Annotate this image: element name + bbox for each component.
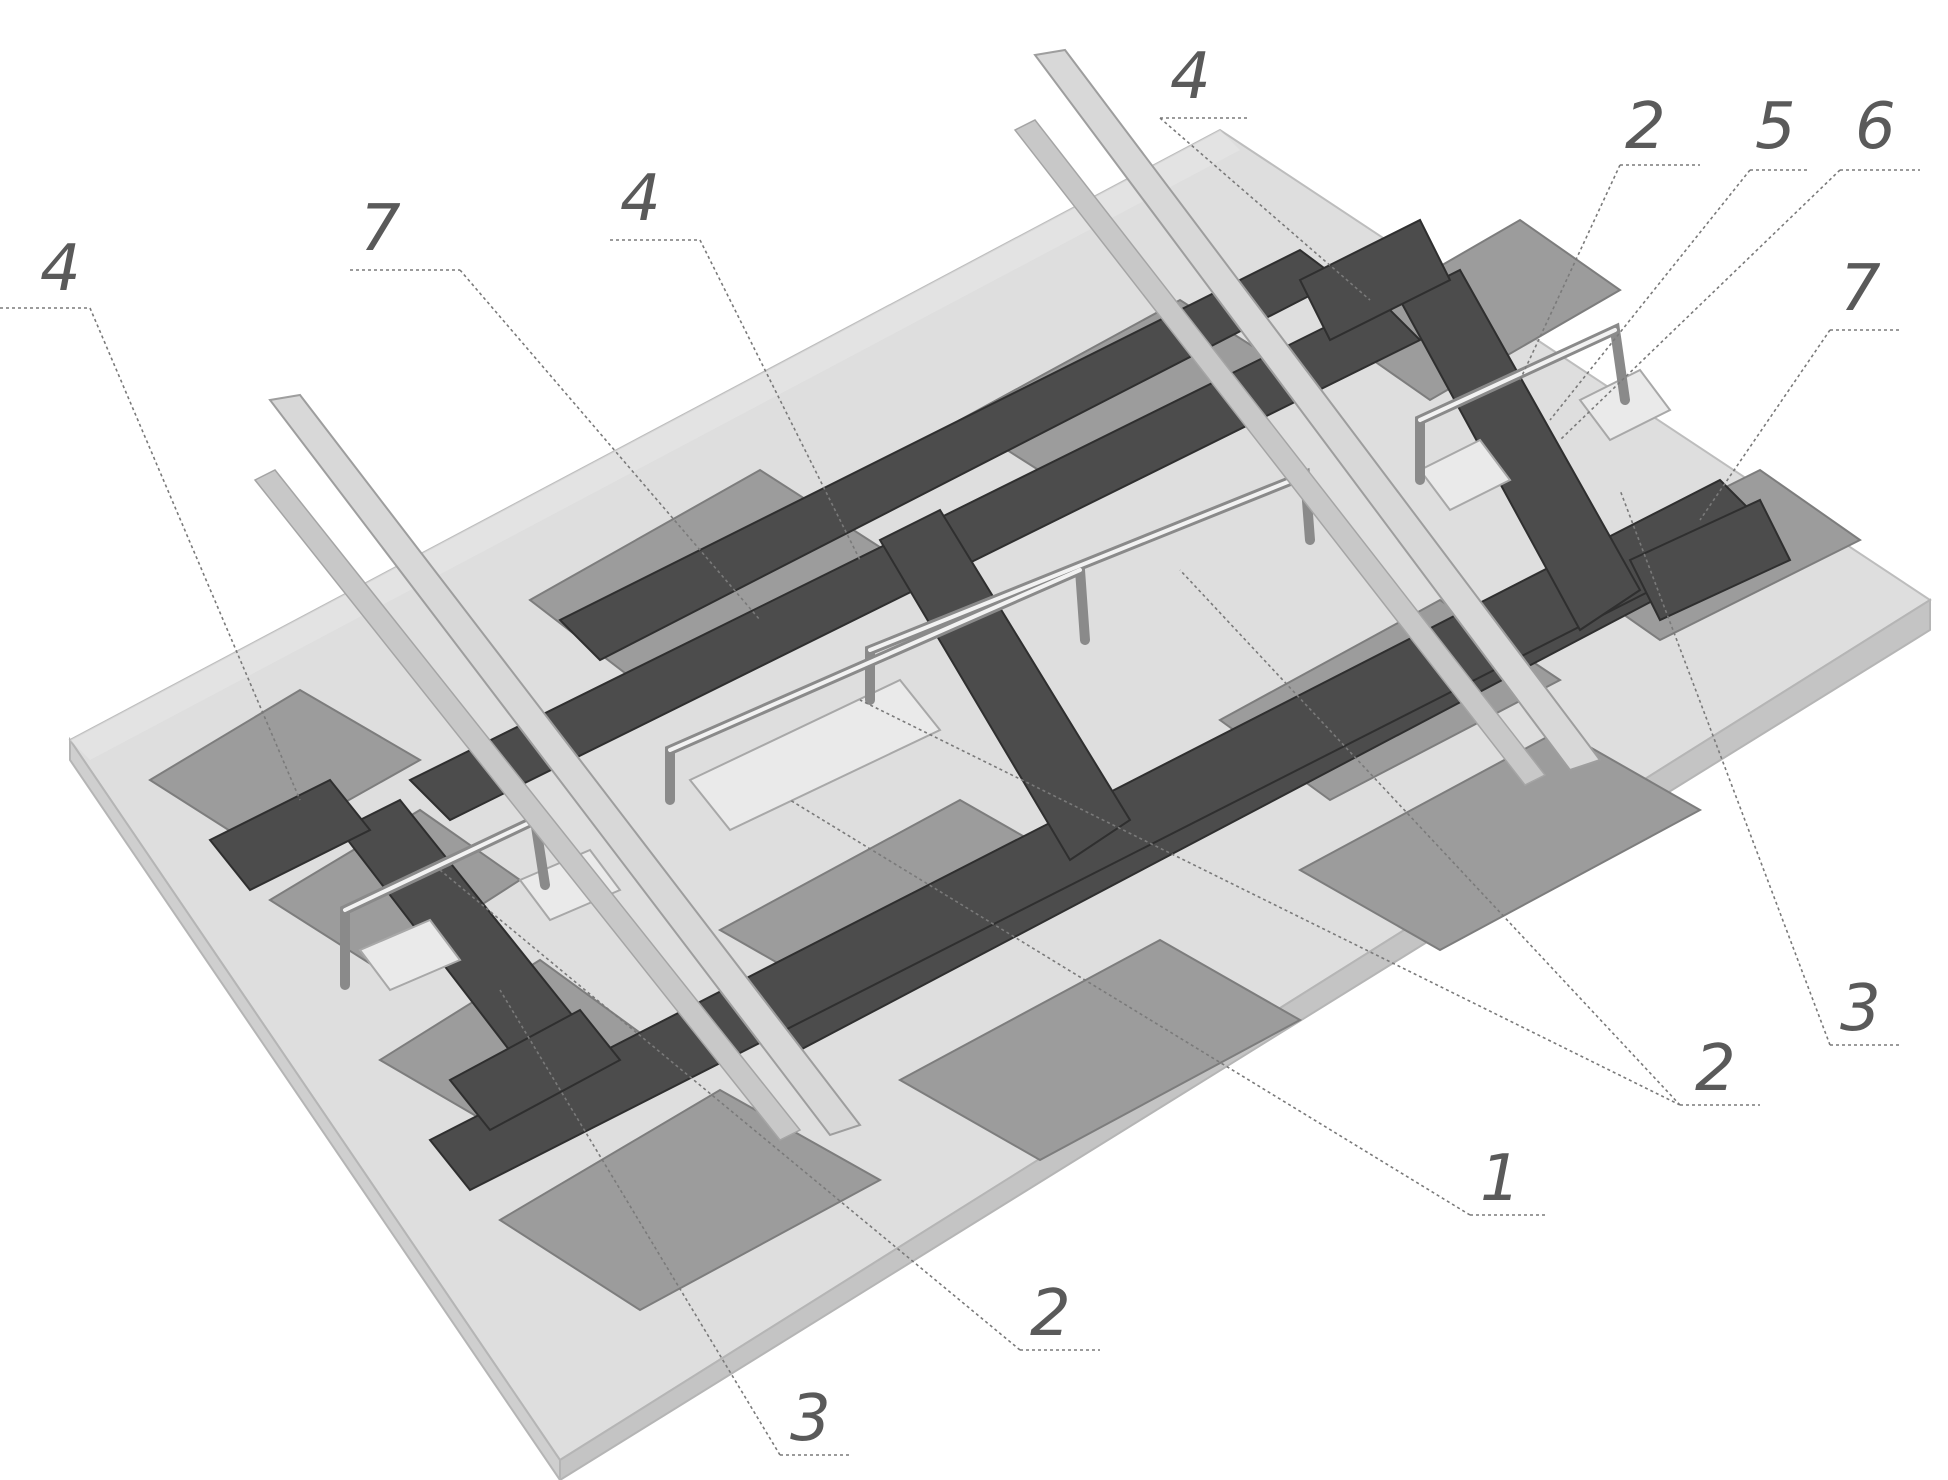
base-plate bbox=[1418, 438, 1512, 512]
callout-label-4-top: 4 bbox=[1170, 40, 1211, 114]
rail-right bbox=[1033, 48, 1602, 772]
callout-label-5: 5 bbox=[1755, 90, 1796, 164]
bracket-highlight bbox=[343, 818, 537, 912]
base-plate bbox=[358, 918, 462, 992]
callout-label-7-right: 7 bbox=[1840, 252, 1881, 326]
callout-label-2-bottom: 2 bbox=[1030, 1277, 1071, 1351]
sleeper-end-block bbox=[208, 778, 372, 892]
callout-label-1: 1 bbox=[1480, 1142, 1521, 1216]
sleeper-end-block bbox=[1628, 498, 1792, 622]
bracket-highlight bbox=[1418, 328, 1617, 422]
callout-label-3-right: 3 bbox=[1840, 972, 1881, 1046]
rail-right-web bbox=[1013, 119, 1547, 786]
callout-label-6: 6 bbox=[1855, 90, 1896, 164]
callout-label-4-mid: 4 bbox=[620, 162, 661, 236]
bracket-highlights bbox=[343, 328, 1617, 912]
rails bbox=[253, 48, 1602, 1141]
bracket-highlight bbox=[668, 568, 1082, 752]
base-plates bbox=[358, 368, 1672, 992]
callout-label-7-left: 7 bbox=[360, 192, 401, 266]
ballast-block bbox=[498, 1088, 883, 1312]
callout-label-2-right: 2 bbox=[1695, 1032, 1736, 1106]
sleeper-end-block bbox=[1298, 218, 1452, 342]
callout-labels: 4 7 4 4 2 5 6 7 3 2 1 2 3 bbox=[40, 40, 1896, 1456]
callout-label-2-top: 2 bbox=[1625, 90, 1666, 164]
sleeper-end-block bbox=[448, 1008, 622, 1132]
callout-label-4-left: 4 bbox=[40, 232, 81, 306]
callout-label-3-bottom: 3 bbox=[790, 1382, 831, 1456]
bracket-highlight bbox=[868, 473, 1307, 652]
rail-left-web bbox=[253, 469, 802, 1141]
rail-left bbox=[268, 393, 862, 1137]
leader-lines bbox=[0, 117, 1920, 1456]
ballast-block bbox=[1297, 728, 1703, 952]
sleeper-cross-center bbox=[878, 508, 1132, 862]
base-plate bbox=[688, 678, 942, 832]
ballast-block bbox=[897, 938, 1303, 1162]
slab-front-face bbox=[69, 736, 561, 1480]
ballast-block bbox=[148, 688, 423, 852]
